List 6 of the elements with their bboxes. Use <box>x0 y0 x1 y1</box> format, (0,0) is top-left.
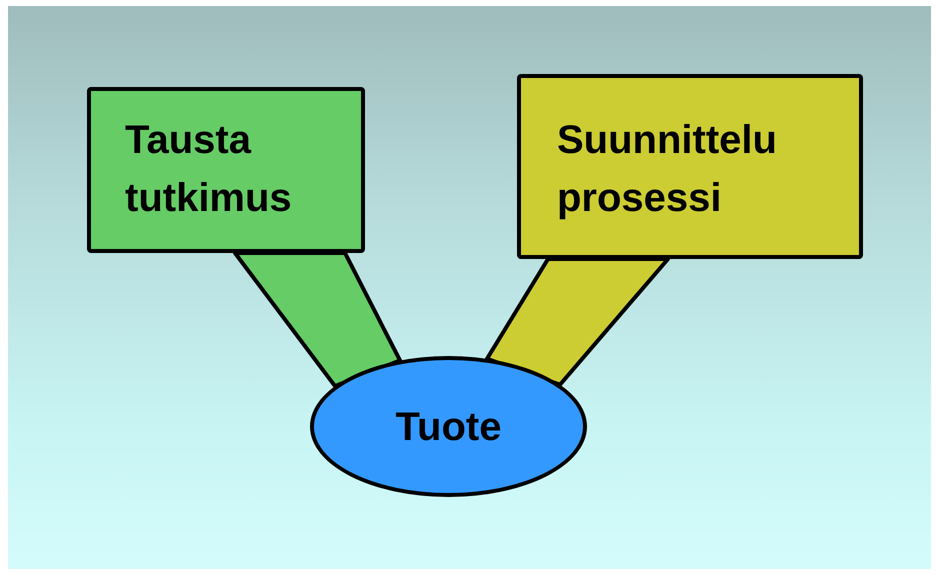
node-label: Tausta tutkimus <box>125 117 293 222</box>
callout-box <box>87 87 365 253</box>
callout-tail <box>485 257 670 387</box>
callout-tail <box>233 251 402 388</box>
node-label: Tuote <box>394 404 502 451</box>
node-label: Suunnittelu prosessi <box>557 117 778 222</box>
